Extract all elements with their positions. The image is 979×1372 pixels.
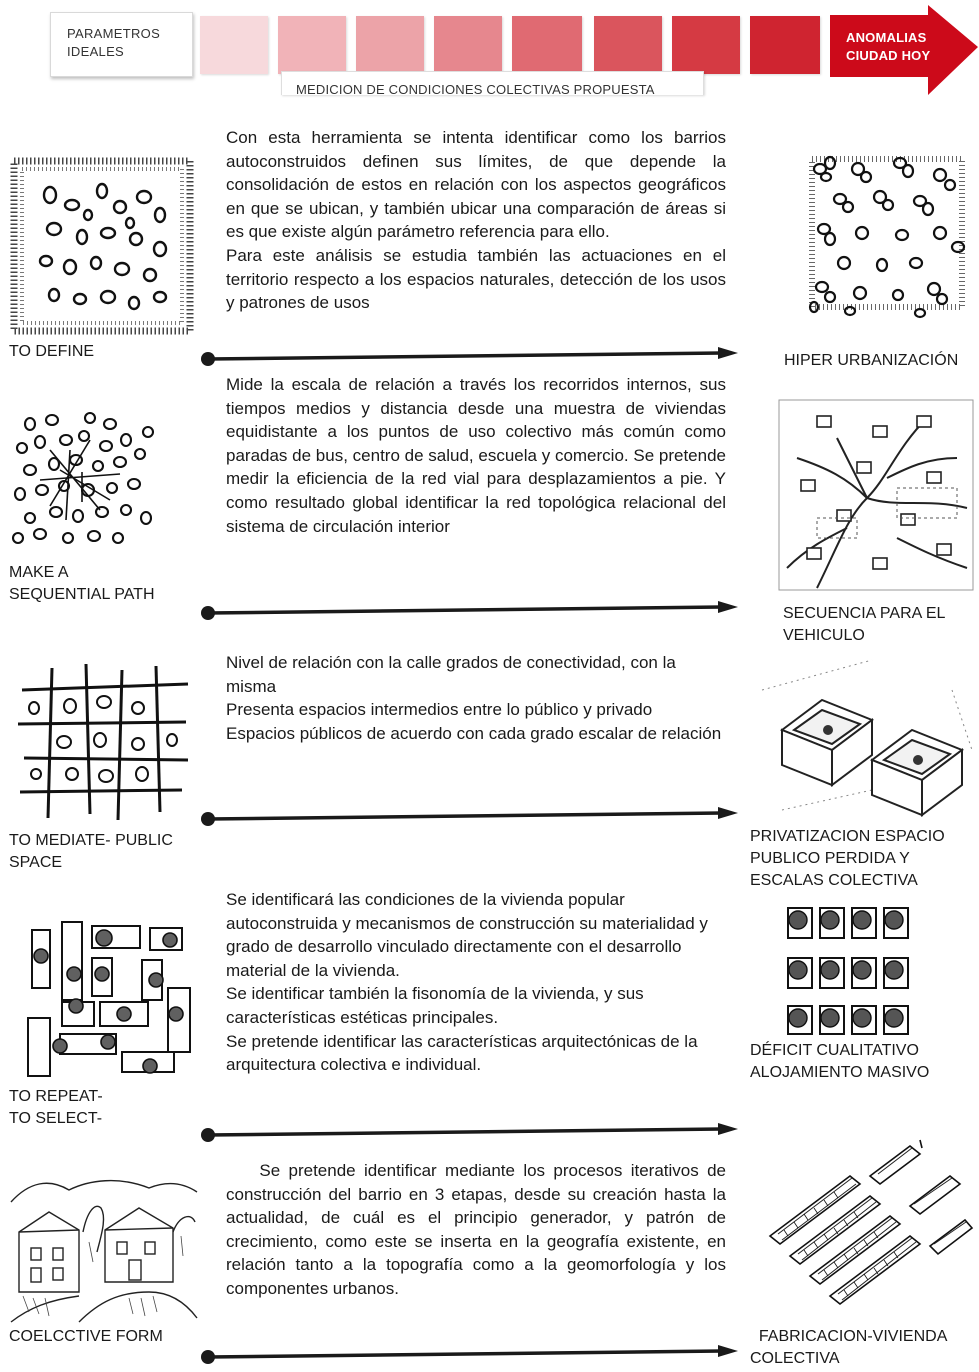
enclosed-courtyard-blocks-sketch <box>761 659 973 817</box>
left-label-3: TO MEDIATE- PUBLIC SPACE <box>9 832 173 871</box>
paragraph-block-2: Mide la escala de relación a través los … <box>226 373 726 538</box>
connector-arrow-2 <box>201 601 738 620</box>
connector-arrow-4 <box>201 1123 738 1142</box>
paragraph-4-3: Se pretende identificar las característi… <box>226 1031 698 1075</box>
paragraph-3-1: Nivel de relación con la calle grados de… <box>226 653 676 696</box>
connector-arrow-1 <box>201 347 738 366</box>
scale-swatch-7 <box>672 16 740 74</box>
connector-arrow-3 <box>201 807 738 826</box>
paragraph-block-3: Nivel de relación con la calle grados de… <box>226 651 726 745</box>
anomaly-arrow <box>830 5 978 95</box>
connector-arrow-5 <box>201 1345 738 1364</box>
left-label-1: TO DEFINE <box>9 343 95 360</box>
right-label-4: DÉFICIT CUALITATIVO ALOJAMIENTO MASIVO <box>750 1042 930 1081</box>
hillside-village-drawing <box>10 1179 198 1323</box>
measurement-label: MEDICION DE CONDICIONES COLECTIVAS PROPU… <box>296 82 655 95</box>
scale-swatch-2 <box>278 16 346 74</box>
paragraph-3-2: Presenta espacios intermedios entre lo p… <box>226 700 653 720</box>
ideal-parameters-label: PARAMETROS IDEALES <box>67 26 161 59</box>
paragraph-1-2: Para este análisis se estudia también la… <box>226 245 726 313</box>
scale-swatch-1 <box>200 16 268 74</box>
scale-swatch-8 <box>750 16 820 74</box>
right-label-2: SECUENCIA PARA EL VEHICULO <box>783 605 946 644</box>
scale-swatch-3 <box>356 16 424 74</box>
vehicle-road-network-sketch <box>778 399 974 591</box>
paragraph-block-1: Con esta herramienta se intenta identifi… <box>226 126 726 315</box>
grid-public-space-sketch <box>17 663 189 821</box>
right-label-1: HIPER URBANIZACIÓN <box>784 352 959 369</box>
repeated-house-units-sketch <box>27 921 191 1077</box>
paragraph-1-1: Con esta herramienta se intenta identifi… <box>226 128 726 242</box>
right-label-5: FABRICACION-VIVIENDA COLECTIVA <box>750 1328 948 1367</box>
scale-swatch-4 <box>434 16 502 74</box>
paragraph-5-1: Se pretende identificar mediante los pro… <box>226 1161 731 1298</box>
anomaly-label: ANOMALIAS CIUDAD HOY <box>846 30 931 63</box>
paragraph-2-1: Mide la escala de relación a través los … <box>226 375 726 536</box>
left-label-2: MAKE A SEQUENTIAL PATH <box>9 564 155 603</box>
scale-swatch-5 <box>512 16 582 74</box>
measurement-label-box: MEDICION DE CONDICIONES COLECTIVAS PROPU… <box>281 71 704 95</box>
mass-housing-isometric-sketch <box>768 1139 974 1306</box>
dense-cluster-sketch <box>808 155 966 319</box>
paragraph-4-2: Se identificar también la fisonomía de l… <box>226 984 644 1027</box>
ideal-parameters-box: PARAMETROS IDEALES <box>50 12 193 77</box>
right-label-3: PRIVATIZACION ESPACIO PUBLICO PERDIDA Y … <box>750 828 945 889</box>
dotted-boundary-cluster-sketch <box>10 157 194 335</box>
scattered-path-sketch <box>11 411 154 545</box>
paragraph-3-3: Espacios públicos de acuerdo con cada gr… <box>226 723 722 743</box>
paragraph-4-1: Se identificará las condiciones de la vi… <box>226 890 708 980</box>
uniform-housing-grid-sketch <box>787 907 909 1035</box>
paragraph-block-4: Se identificará las condiciones de la vi… <box>226 888 726 1077</box>
left-label-5: COELCCTIVE FORM <box>9 1328 163 1345</box>
left-label-4: TO REPEAT- TO SELECT- <box>9 1088 103 1127</box>
paragraph-block-5: Se pretende identificar mediante los pro… <box>226 1159 726 1301</box>
scale-swatch-6 <box>594 16 662 74</box>
